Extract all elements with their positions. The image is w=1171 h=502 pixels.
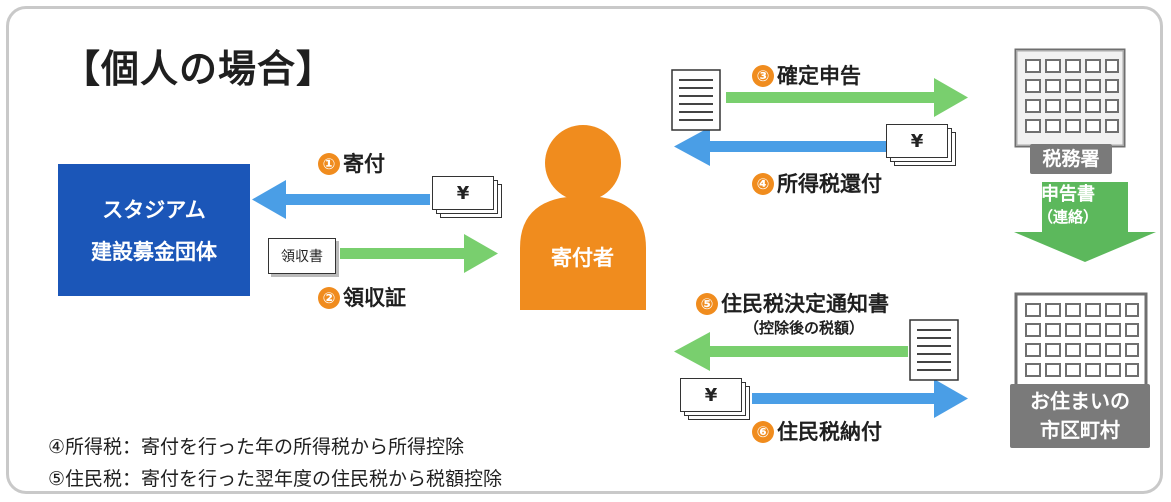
arrow-notification (1014, 182, 1156, 262)
donor-label: 寄付者 (551, 246, 614, 270)
step-5-number: ⑤ (696, 293, 718, 315)
yen-bills-donation: ¥ (432, 176, 494, 210)
municipality-label-line2: 市区町村 (1040, 418, 1120, 442)
step-4-text: 所得税還付 (777, 172, 882, 196)
tax-return-document-icon (671, 69, 721, 131)
arrow-donation (252, 180, 430, 219)
diagram-title: 【個人の場合】 (62, 47, 336, 91)
receipt-document-label: 領収書 (281, 249, 323, 265)
municipality-label-line1: お住まいの (1030, 389, 1130, 413)
step-6-number: ⑥ (752, 421, 774, 443)
organization-name-line1: スタジアム (102, 198, 206, 222)
yen-bills-refund: ¥ (886, 124, 948, 158)
step-2-text: 領収証 (343, 286, 406, 310)
receipt-document-icon: 領収書 (268, 238, 336, 274)
step-1-text: 寄付 (343, 152, 385, 176)
notification-text-line1: 申告書 (1041, 184, 1095, 205)
tax-office-building-icon (1014, 48, 1126, 148)
step-6-text: 住民税納付 (777, 420, 882, 444)
arrow-resident-tax-payment (752, 379, 968, 418)
yen-symbol: ¥ (910, 130, 924, 152)
arrow-receipt (340, 234, 498, 273)
municipality-label: お住まいの 市区町村 (1010, 384, 1150, 448)
footnote-income-tax: ④所得税：寄付を行った年の所得税から所得控除 (48, 436, 465, 458)
step-2-number: ② (318, 287, 340, 309)
yen-symbol: ¥ (456, 182, 470, 204)
arrow-income-tax-refund (674, 127, 886, 166)
notification-text: 申告書 （連絡） (1012, 184, 1124, 228)
municipality-building-icon (1014, 292, 1148, 390)
arrow-resident-tax-notice (674, 332, 908, 371)
yen-bills-payment: ¥ (680, 378, 742, 412)
step-5-text: 住民税決定通知書 (721, 292, 889, 316)
arrow-tax-return (726, 78, 968, 117)
tax-office-label: 税務署 (1030, 144, 1112, 174)
step-4-number: ④ (752, 173, 774, 195)
yen-symbol: ¥ (704, 384, 718, 406)
step-5-sublabel: （控除後の税額） (744, 319, 865, 337)
organization-name-line2: 建設募金団体 (91, 240, 217, 264)
step-1-number: ① (318, 153, 340, 175)
notification-text-line2: （連絡） (1037, 208, 1098, 226)
footnote-resident-tax: ⑤住民税：寄付を行った翌年度の住民税から税額控除 (48, 468, 503, 490)
step-3-text: 確定申告 (777, 64, 861, 88)
organization-box: スタジアム 建設募金団体 (58, 164, 250, 296)
donor-figure (520, 125, 646, 310)
step-3-number: ③ (752, 65, 774, 87)
resident-tax-notice-document-icon (909, 319, 959, 381)
